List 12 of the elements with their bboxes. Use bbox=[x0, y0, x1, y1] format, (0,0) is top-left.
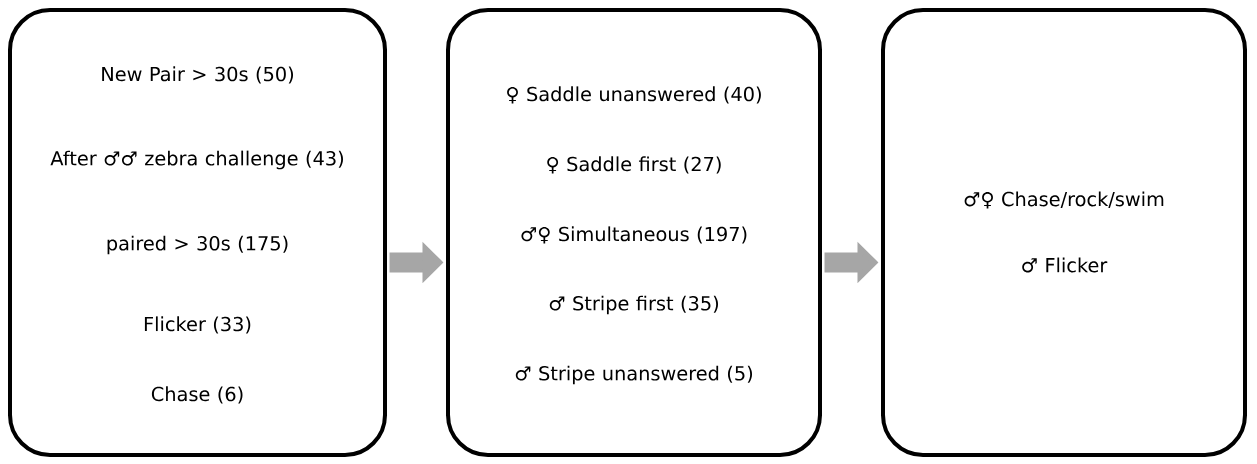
list-item: ♀ Saddle unanswered (40) bbox=[507, 86, 761, 104]
list-item: ♂ Stripe unanswered (5) bbox=[515, 365, 753, 385]
list-item: New Pair > 30s (50) bbox=[102, 66, 294, 84]
list-item: After ♂♂ zebra challenge (43) bbox=[50, 150, 343, 170]
list-item: ♀ Saddle first (27) bbox=[547, 156, 721, 174]
list-item: ♂ Flicker bbox=[1022, 257, 1108, 273]
list-item: ♂ Stripe first (35) bbox=[549, 295, 718, 315]
list-item: Chase (6) bbox=[151, 386, 243, 404]
list-item: Flicker (33) bbox=[144, 316, 251, 334]
list-item: ♂♀ Chase/rock/swim bbox=[964, 191, 1164, 209]
list-item: ♂♀ Simultaneous (197) bbox=[521, 226, 747, 244]
list-item: paired > 30s (175) bbox=[107, 235, 288, 255]
